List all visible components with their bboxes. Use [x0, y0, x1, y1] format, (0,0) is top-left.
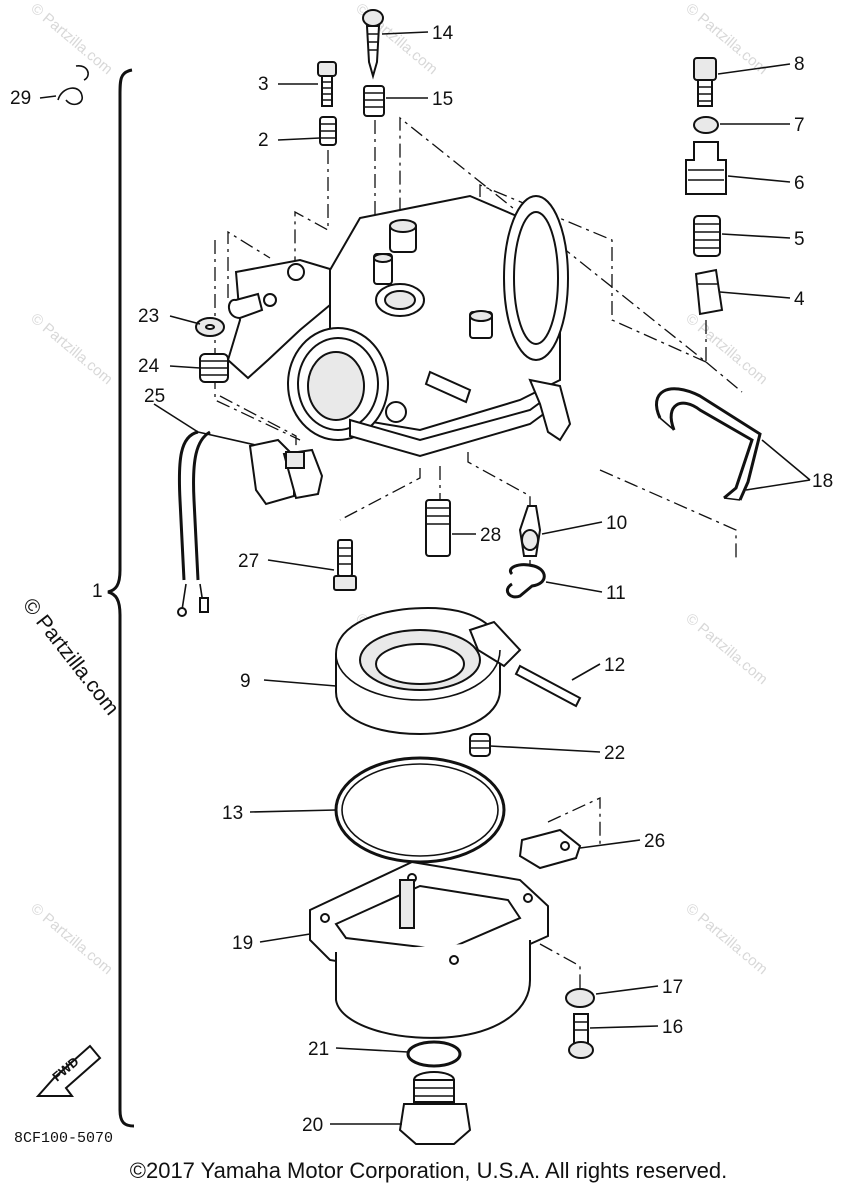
- part-jet-28: [425, 499, 451, 557]
- callout-2: 2: [258, 130, 269, 151]
- part-needle-jet-6: [685, 141, 727, 195]
- callout-6: 6: [794, 173, 805, 194]
- part-clip-11: [506, 563, 546, 599]
- callout-26: 26: [644, 831, 665, 852]
- callout-8: 8: [794, 54, 805, 75]
- callout-11: 11: [606, 583, 626, 604]
- callout-19: 19: [232, 933, 253, 954]
- part-screw-16: [568, 1013, 594, 1059]
- watermark: © Partzilla.com: [27, 0, 115, 78]
- callout-25: 25: [144, 386, 165, 407]
- callout-14: 14: [432, 23, 454, 44]
- callouts: 29 3 2 14 15 8 7 6 5 4 23 24 25 18 28 10…: [10, 23, 833, 1136]
- watermark: © Partzilla.com: [682, 310, 770, 388]
- part-washer-7: [693, 116, 719, 134]
- part-float-9: [335, 606, 522, 736]
- part-main-jet-27: [333, 539, 357, 591]
- part-spring-2: [319, 116, 337, 146]
- part-drain-plug-20: [398, 1071, 472, 1145]
- callout-7: 7: [794, 115, 805, 136]
- part-clip-29: [57, 65, 89, 106]
- part-pilot-screw-14: [362, 9, 384, 80]
- part-spring-5: [693, 215, 721, 257]
- watermark: © Partzilla.com: [27, 310, 115, 388]
- callout-21: 21: [308, 1039, 329, 1060]
- callout-29: 29: [10, 88, 31, 109]
- callout-9: 9: [240, 671, 251, 692]
- fwd-arrow: FWD: [35, 1044, 102, 1097]
- diagram-code: 8CF100-5070: [14, 1130, 113, 1147]
- callout-1: 1: [92, 581, 103, 602]
- part-screw-3: [317, 61, 337, 107]
- watermark: © Partzilla.com: [27, 900, 115, 978]
- callout-22: 22: [604, 743, 625, 764]
- part-washer-17: [565, 988, 595, 1008]
- assembly-brace: [107, 68, 135, 1128]
- part-gasket-13: [334, 756, 506, 864]
- callout-3: 3: [258, 74, 269, 95]
- callout-23: 23: [138, 306, 159, 327]
- callout-10: 10: [606, 513, 627, 534]
- part-washer-23: [195, 317, 225, 337]
- callout-27: 27: [238, 551, 259, 572]
- part-oring-21: [406, 1040, 462, 1068]
- leader-lines: [39, 31, 811, 1125]
- callout-18: 18: [812, 471, 833, 492]
- part-float-bowl-19: [309, 860, 549, 1039]
- part-spring-24: [199, 353, 229, 383]
- callout-28: 28: [480, 525, 501, 546]
- copyright-footer: ©2017 Yamaha Motor Corporation, U.S.A. A…: [129, 1158, 728, 1183]
- callout-17: 17: [662, 977, 683, 998]
- part-pin-12: [514, 664, 582, 708]
- watermark: © Partzilla.com: [682, 610, 770, 688]
- callout-5: 5: [794, 229, 805, 250]
- part-screw-22: [469, 733, 491, 757]
- part-bracket-26: [518, 828, 582, 870]
- callout-15: 15: [432, 89, 453, 110]
- part-needle-valve-10: [518, 505, 542, 557]
- part-carburetor-body: [226, 194, 572, 458]
- callout-20: 20: [302, 1115, 323, 1136]
- callout-16: 16: [662, 1017, 683, 1038]
- callout-24: 24: [138, 356, 160, 377]
- part-screw-8: [693, 57, 717, 107]
- side-watermark: © Partzilla.com: [18, 594, 123, 720]
- watermark: © Partzilla.com: [682, 900, 770, 978]
- part-cable-25: [177, 430, 324, 617]
- callout-12: 12: [604, 655, 625, 676]
- part-valve-4: [694, 268, 724, 316]
- callout-13: 13: [222, 803, 243, 824]
- part-spring-15: [363, 85, 385, 117]
- part-tube-18: [654, 387, 762, 501]
- callout-4: 4: [794, 289, 805, 310]
